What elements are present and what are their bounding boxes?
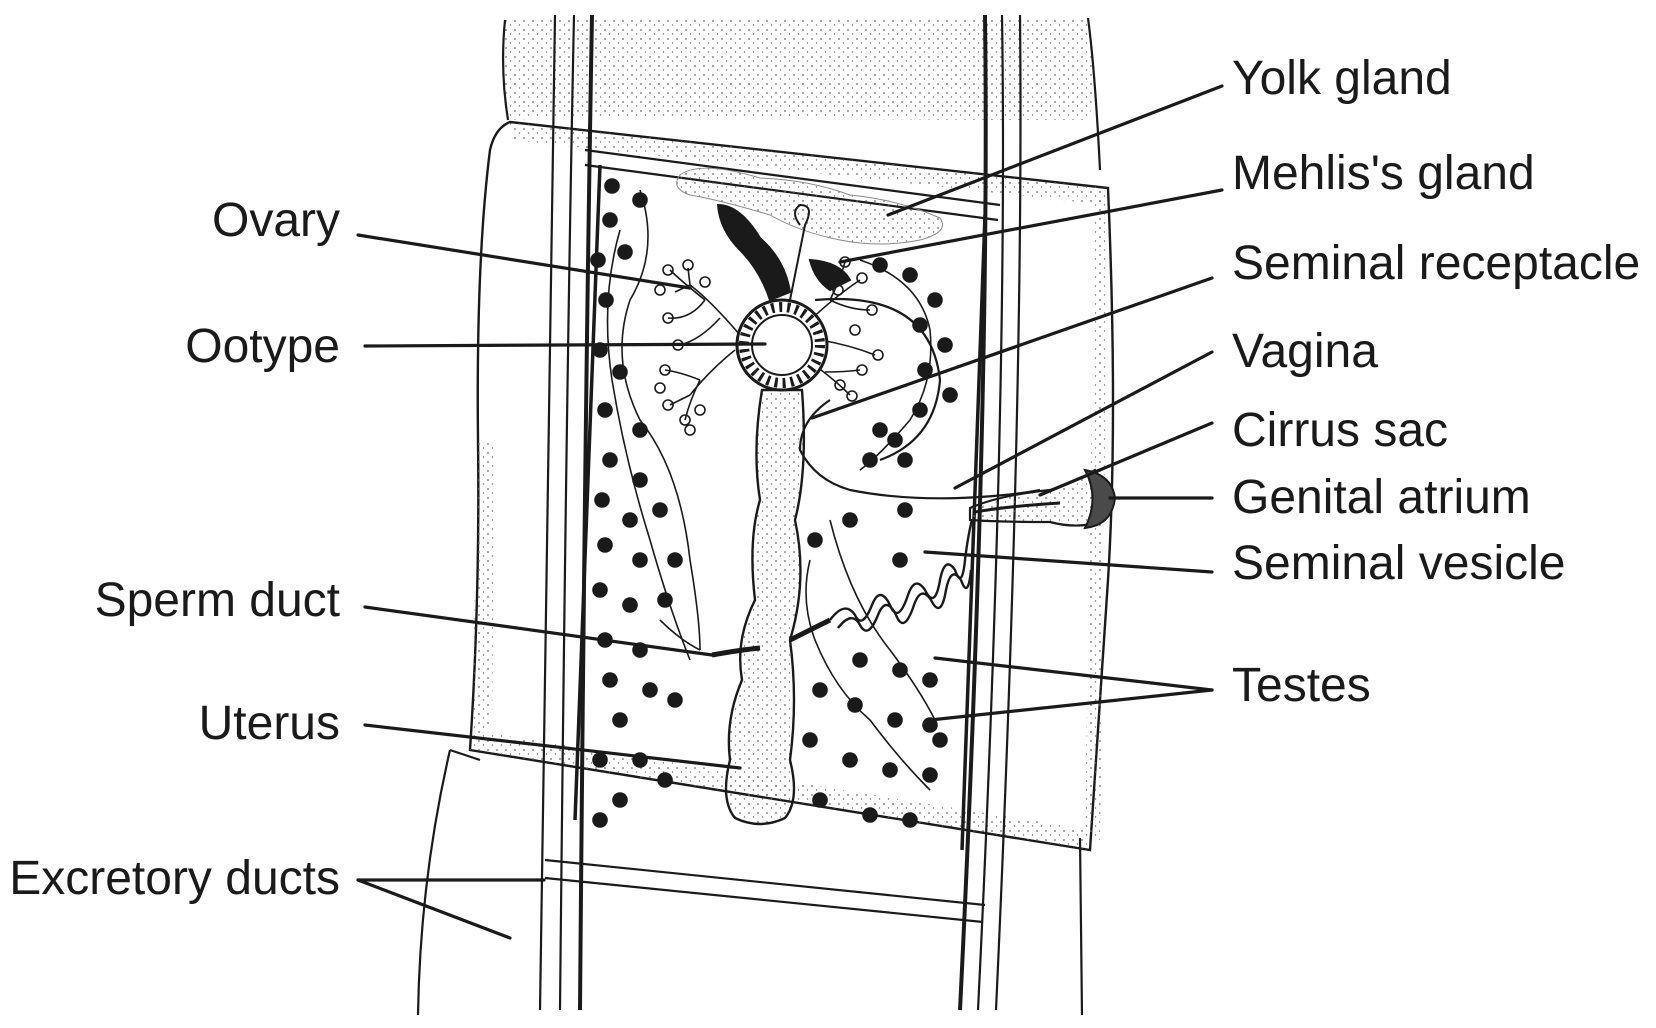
leader-testes-2 <box>928 688 1214 722</box>
sperm-duct <box>659 617 832 658</box>
leader-lines <box>356 84 1224 940</box>
label-cirrus-sac: Cirrus sac <box>1232 404 1449 457</box>
cirrus-sac <box>968 468 1108 527</box>
leader-ootype <box>363 342 767 348</box>
label-uterus: Uterus <box>198 697 340 750</box>
leader-seminal-receptacle <box>810 276 1214 420</box>
uterus <box>724 388 806 826</box>
label-seminal-vesicle: Seminal vesicle <box>1232 537 1566 590</box>
leader-testes-1 <box>933 656 1214 692</box>
leader-mehlis <box>838 188 1224 264</box>
leader-excretory-2 <box>356 878 512 940</box>
leader-seminal-vesicle <box>923 550 1214 574</box>
leader-yolk-gland <box>886 84 1224 217</box>
vitelline-follicles <box>590 178 958 828</box>
excretory-canals <box>538 14 1022 1011</box>
leader-vagina <box>953 350 1214 490</box>
ootype <box>735 298 829 392</box>
genital-atrium <box>1083 468 1117 530</box>
mehlis-gland <box>716 203 852 302</box>
leader-sperm-duct <box>363 605 714 657</box>
label-testes: Testes <box>1232 659 1371 712</box>
label-yolk-gland: Yolk gland <box>1232 52 1452 105</box>
label-genital-atrium: Genital atrium <box>1232 471 1531 524</box>
label-sperm-duct: Sperm duct <box>94 574 340 627</box>
label-ovary: Ovary <box>211 194 340 247</box>
leader-ovary <box>356 233 692 290</box>
seminal-vesicle <box>829 519 974 632</box>
label-ootype: Ootype <box>185 320 340 373</box>
ovary <box>654 256 884 436</box>
label-mehlis-gland: Mehlis's gland <box>1232 147 1535 200</box>
leader-uterus <box>363 723 742 770</box>
label-seminal-receptacle: Seminal receptacle <box>1232 237 1641 290</box>
label-vagina: Vagina <box>1232 325 1378 378</box>
upper-segment <box>501 17 1102 171</box>
label-excretory-ducts: Excretory ducts <box>9 852 340 905</box>
yolk-gland <box>676 167 943 245</box>
leader-cirrus-sac <box>1038 421 1214 497</box>
